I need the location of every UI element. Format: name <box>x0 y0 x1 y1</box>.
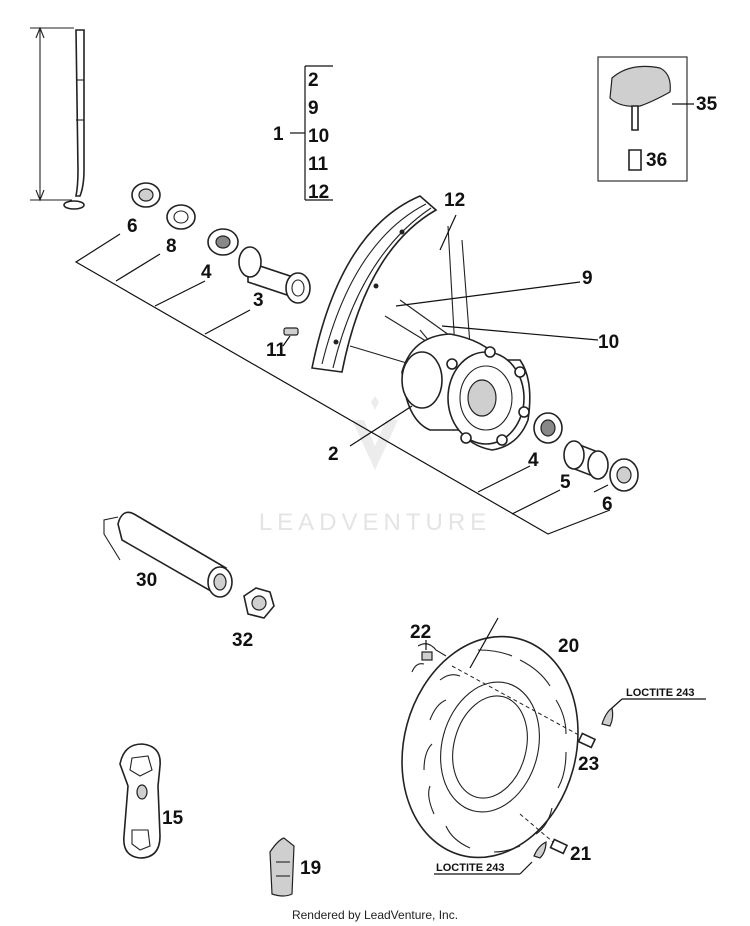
label-part-11: 11 <box>266 340 287 361</box>
label-part-6-left: 6 <box>127 216 138 237</box>
watermark: LEADVENTURE <box>259 392 491 536</box>
label-group-member-10: 10 <box>308 126 329 147</box>
group-bracket <box>290 65 333 201</box>
label-part-23: 23 <box>578 754 599 775</box>
assembly-leader-lines <box>74 214 611 535</box>
label-part-4-left: 4 <box>201 262 212 283</box>
label-group-member-11: 11 <box>308 154 329 175</box>
label-part-3: 3 <box>253 290 264 311</box>
label-part-9: 9 <box>582 268 593 289</box>
label-part-8: 8 <box>166 236 177 257</box>
label-part-15: 15 <box>162 808 184 829</box>
label-group-member-12: 12 <box>308 182 329 203</box>
clip-part <box>411 640 447 673</box>
label-part-10: 10 <box>598 332 619 353</box>
disc-bolts <box>434 665 706 875</box>
axle-nut-part <box>243 587 275 619</box>
wrench-part <box>119 743 161 859</box>
part-labels: 2 9 10 11 12 1 6 8 4 3 12 9 10 11 2 4 5 … <box>127 70 718 879</box>
left-bearing-stack <box>131 182 311 336</box>
loctite-label-upper: LOCTITE 243 <box>626 687 694 699</box>
compound-tube-part <box>269 837 295 897</box>
brake-disc-part <box>401 617 579 859</box>
label-part-30: 30 <box>136 570 157 591</box>
wheel-assembly <box>311 195 531 451</box>
spoke-drawing <box>30 26 85 210</box>
footer-credit: Rendered by LeadVenture, Inc. <box>291 908 459 922</box>
watermark-text: LEADVENTURE <box>259 509 491 536</box>
inset-box-valve <box>597 56 694 182</box>
label-part-36: 36 <box>646 150 667 171</box>
label-part-32: 32 <box>232 630 253 651</box>
label-part-12: 12 <box>444 190 465 211</box>
right-bearing-stack <box>533 412 639 492</box>
label-part-2: 2 <box>328 444 339 465</box>
label-part-21: 21 <box>570 844 592 865</box>
label-part-4-right: 4 <box>528 450 539 471</box>
label-part-6-right: 6 <box>602 494 613 515</box>
label-part-19: 19 <box>300 858 321 879</box>
loctite-label-lower: LOCTITE 243 <box>436 862 504 874</box>
label-group-member-9: 9 <box>308 98 319 119</box>
axle-part <box>103 511 233 598</box>
label-part-20: 20 <box>558 636 579 657</box>
label-group-member-2: 2 <box>308 70 319 91</box>
label-part-5: 5 <box>560 472 571 493</box>
label-part-35: 35 <box>696 94 718 115</box>
label-part-1: 1 <box>273 124 284 145</box>
label-part-22: 22 <box>410 622 431 643</box>
